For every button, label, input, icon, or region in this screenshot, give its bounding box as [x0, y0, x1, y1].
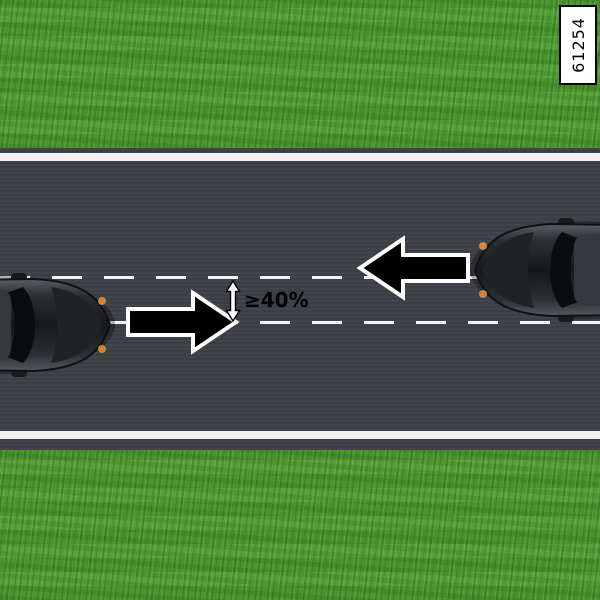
vertical-double-arrow-icon	[225, 279, 241, 323]
overlap-percentage-label: ≥40%	[244, 288, 309, 312]
road-edge-line-bottom	[0, 431, 600, 439]
lane-dashed-line-lower	[0, 321, 600, 324]
arrow-right-icon	[126, 289, 240, 355]
car-left-icon	[0, 272, 116, 378]
arrow-left-icon	[356, 235, 470, 301]
figure-reference-box: 61254	[559, 5, 597, 85]
grass-top	[0, 0, 600, 148]
grass-bottom	[0, 450, 600, 600]
lane-dashed-line-upper	[0, 276, 600, 279]
figure-reference-number: 61254	[568, 17, 588, 73]
car-right-icon	[469, 217, 600, 323]
road-edge-line-top	[0, 153, 600, 161]
